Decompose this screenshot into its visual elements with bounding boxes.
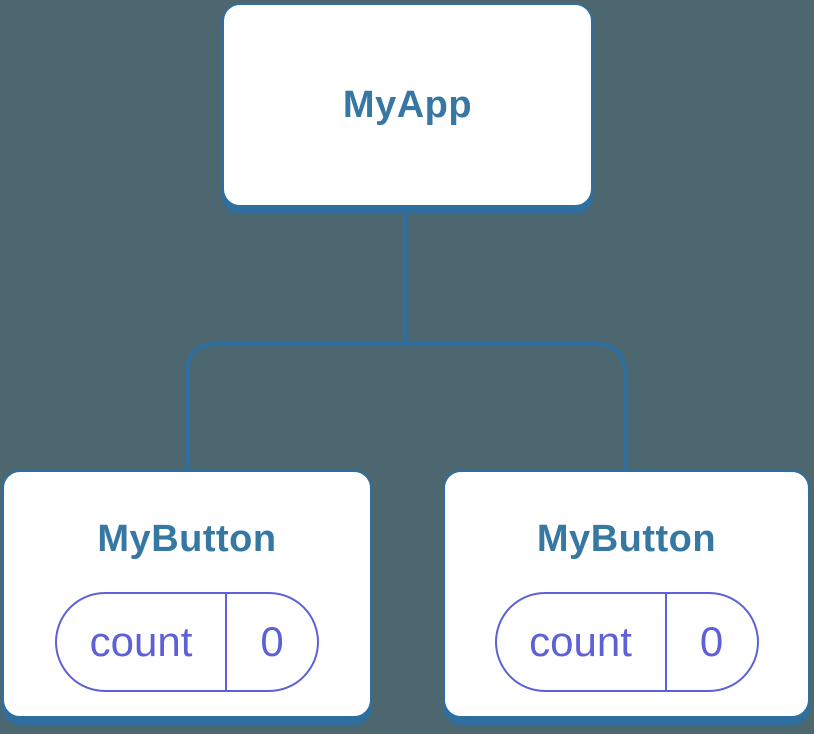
component-node-root: MyApp [222,3,593,207]
state-value: 0 [699,618,724,665]
state-pill: count 0 [55,592,319,692]
component-node-child-right: MyButton count 0 [443,470,810,718]
connector-bracket [185,342,627,472]
state-name: count [57,594,227,690]
component-node-child-left: MyButton count 0 [2,470,372,718]
component-label: MyButton [97,518,277,560]
component-label: MyApp [342,84,473,126]
state-pill: count 0 [494,592,759,692]
component-label: MyButton [536,518,717,560]
state-name: count [497,594,667,690]
state-value: 0 [260,618,284,665]
